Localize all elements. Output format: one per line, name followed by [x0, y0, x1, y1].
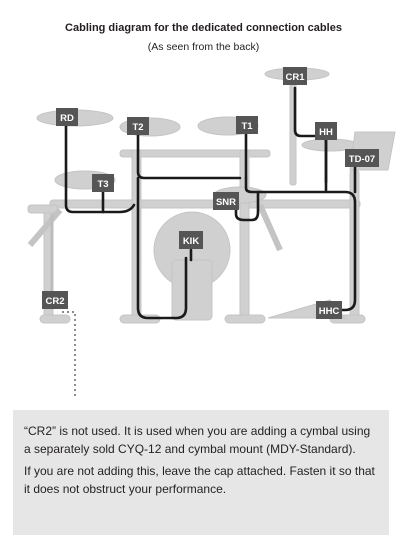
label-hh-text: HH [319, 127, 333, 138]
label-t1: T1 [236, 116, 258, 134]
cable-trunk [136, 176, 188, 320]
label-t2: T2 [127, 117, 149, 135]
drum-kit-hardware [27, 67, 396, 324]
label-t1-text: T1 [241, 121, 253, 132]
cr2-leader-line [62, 311, 76, 398]
note-paragraph-2: If you are not adding this, leave the ca… [24, 464, 375, 496]
label-td07: TD-07 [345, 149, 379, 167]
label-hh: HH [315, 122, 337, 140]
label-rd-text: RD [60, 113, 74, 124]
label-cr2-text: CR2 [45, 296, 64, 307]
cable-t2 [136, 128, 242, 180]
label-t3: T3 [92, 174, 114, 192]
label-hhc: HHC [316, 301, 342, 319]
label-hhc-text: HHC [319, 306, 340, 317]
label-snr: SNR [213, 192, 239, 210]
label-cr1: CR1 [283, 67, 307, 85]
diagram-subtitle: (As seen from the back) [147, 41, 260, 53]
label-cr2: CR2 [42, 291, 68, 309]
cable-trunk-right [244, 176, 357, 312]
connection-cables [64, 86, 357, 320]
cable-rd [64, 122, 136, 214]
label-td07-text: TD-07 [349, 154, 375, 165]
label-kik: KIK [179, 231, 203, 249]
note-paragraph-1: “CR2” is not used. It is used when you a… [24, 424, 371, 456]
note-box: “CR2” is not used. It is used when you a… [13, 410, 389, 535]
label-rd: RD [56, 108, 78, 126]
label-t3-text: T3 [97, 179, 108, 190]
diagram-title: Cabling diagram for the dedicated connec… [65, 22, 342, 34]
cable-snr [234, 190, 260, 222]
label-t2-text: T2 [132, 122, 143, 133]
label-cr1-text: CR1 [285, 72, 305, 83]
label-snr-text: SNR [216, 197, 236, 208]
label-kik-text: KIK [183, 236, 200, 247]
